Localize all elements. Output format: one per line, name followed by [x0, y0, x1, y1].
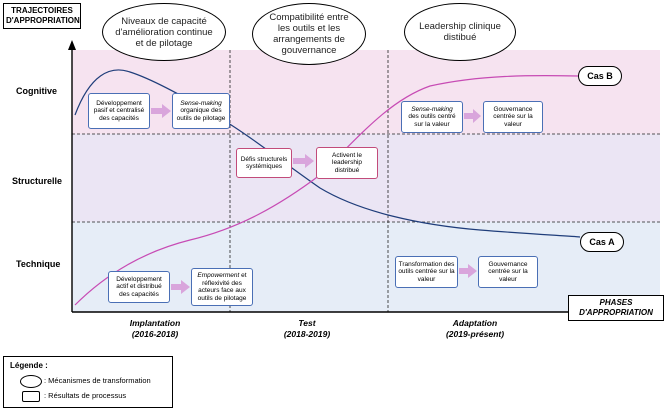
process-empowerment: Empowerment et réflexivité des acteurs f…	[191, 268, 253, 306]
arrow-technical-2	[459, 264, 477, 278]
level-label-cognitive: Cognitive	[16, 86, 58, 96]
phase-implantation-name: Implantation	[129, 318, 181, 328]
legend-rect-icon	[22, 391, 40, 402]
sense-making-val-prefix: Sense-making	[411, 105, 453, 113]
arrow-cognitive-2	[464, 109, 481, 123]
phase-adaptation: Adaptation (2019-présent)	[420, 318, 530, 340]
process-dev-actif: Développement actif et distribué des cap…	[108, 271, 170, 303]
process-transformation: Transformation des outils centrée sur la…	[395, 256, 458, 288]
process-defis: Défis structurels systémiques	[236, 148, 292, 178]
mechanism-ellipse-leadership: Leadership clinique distibué	[404, 3, 516, 61]
empowerment-prefix: Empowerment	[197, 272, 240, 279]
case-a-label: Cas A	[580, 232, 624, 252]
legend-title: Légende :	[10, 361, 48, 370]
empowerment-suffix: et réflexivité des acteurs face aux outi…	[197, 272, 247, 302]
phase-test-years: (2018-2019)	[283, 329, 331, 339]
y-axis-arrowhead	[68, 40, 76, 50]
phase-implantation: Implantation (2016-2018)	[105, 318, 205, 340]
phase-adaptation-name: Adaptation	[452, 318, 498, 328]
level-label-technical: Technique	[16, 259, 61, 269]
legend-mechanisms-text: : Mécanismes de transformation	[44, 376, 151, 385]
sense-making-val-suffix: des outils centré sur la valeur	[408, 113, 456, 128]
sense-making-org-suffix: organique des outils de pilotage	[176, 107, 226, 122]
legend: Légende : : Mécanismes de transformation…	[3, 356, 173, 408]
process-gouv-centree-top: Gouvernance centrée sur la valeur	[483, 101, 543, 133]
phases-label: PHASES D'APPROPRIATION	[568, 295, 664, 321]
level-label-structural: Structurelle	[12, 176, 63, 186]
mechanism-ellipse-compatibility: Compatibilité entre les outils et les ar…	[252, 3, 366, 65]
legend-ellipse-icon	[20, 375, 42, 388]
mechanism-text-capacity: Niveaux de capacité d'amélioration conti…	[115, 15, 213, 49]
mechanism-text-compatibility: Compatibilité entre les outils et les ar…	[269, 12, 349, 56]
mechanism-text-leadership: Leadership clinique distibué	[419, 21, 501, 43]
arrow-structural-1	[293, 154, 314, 168]
legend-results-text: : Résultats de processus	[44, 391, 127, 400]
phase-adaptation-years: (2019-présent)	[445, 329, 505, 339]
technical-band	[72, 222, 660, 312]
phase-test: Test (2018-2019)	[257, 318, 357, 340]
mechanism-ellipse-capacity: Niveaux de capacité d'amélioration conti…	[102, 3, 226, 61]
arrow-cognitive-1	[151, 104, 171, 118]
arrow-technical-1	[171, 280, 190, 294]
process-activent: Activent le leadership distribué	[316, 147, 378, 179]
sense-making-org-prefix: Sense-making	[180, 99, 222, 107]
process-dev-passif: Développement pasif et centralisé des ca…	[88, 93, 150, 129]
cognitive-band	[72, 50, 660, 134]
process-gouv-centree-bottom: Gouvernance centrée sur la valeur	[478, 256, 538, 288]
phase-implantation-years: (2016-2018)	[131, 329, 179, 339]
phase-test-name: Test	[298, 318, 316, 328]
case-b-label: Cas B	[578, 66, 622, 86]
trajectories-label: TRAJECTOIRES D'APPROPRIATION	[3, 3, 81, 29]
